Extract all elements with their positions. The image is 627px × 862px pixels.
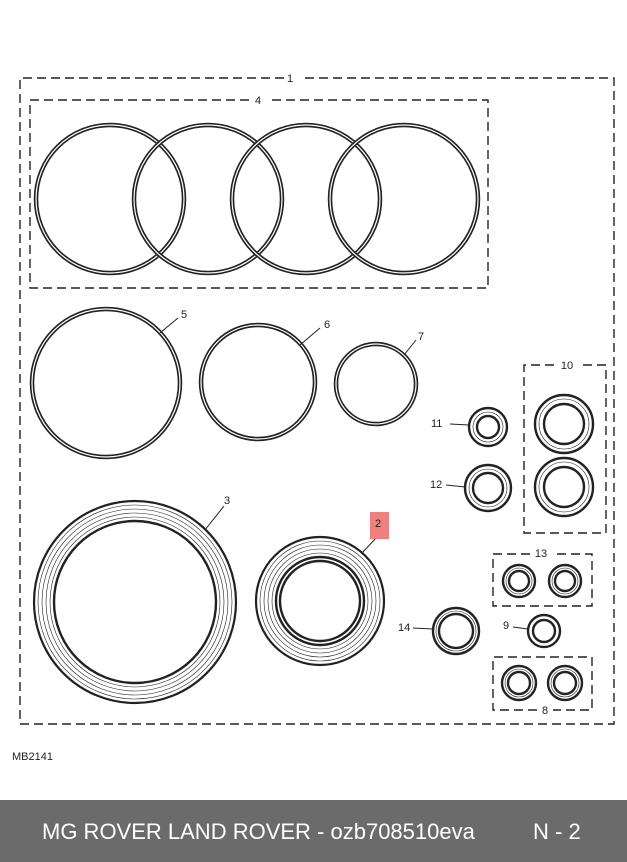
callout-2: 2 bbox=[375, 518, 381, 530]
o-ring-6 bbox=[198, 322, 321, 442]
seal-12 bbox=[445, 463, 513, 513]
group-4: 4 bbox=[29, 95, 489, 289]
kit-boundary: 1 bbox=[19, 73, 615, 725]
kit-label: 1 bbox=[287, 73, 293, 85]
footer-bar: MG ROVER LAND ROVER - ozb708510eva N - 2 bbox=[0, 800, 627, 862]
drawing-code: MB2141 bbox=[12, 751, 53, 763]
group-8: 8 bbox=[492, 656, 593, 717]
callout-12: 12 bbox=[430, 479, 442, 491]
group-10-label: 10 bbox=[561, 360, 573, 372]
seal-14 bbox=[412, 606, 481, 656]
callout-2-highlight[interactable]: 2 bbox=[370, 512, 389, 539]
seal-9 bbox=[512, 613, 562, 649]
oil-seal-2 bbox=[254, 535, 386, 667]
callout-11: 11 bbox=[431, 418, 442, 430]
footer-caption: MG ROVER LAND ROVER - ozb708510eva bbox=[42, 819, 475, 844]
group-10: 10 bbox=[523, 360, 607, 534]
callout-3: 3 bbox=[224, 495, 230, 507]
group-13: 13 bbox=[492, 548, 593, 607]
o-ring-5 bbox=[29, 306, 183, 460]
callout-9: 9 bbox=[503, 620, 509, 632]
callout-7: 7 bbox=[418, 331, 424, 343]
page-indicator: N - 2 bbox=[533, 819, 581, 844]
seal-11 bbox=[449, 406, 509, 448]
callout-5: 5 bbox=[181, 309, 187, 321]
callout-6: 6 bbox=[324, 319, 330, 331]
parts-diagram: 1 4 5 6 7 bbox=[12, 73, 615, 763]
o-ring-7 bbox=[333, 339, 419, 427]
group-13-label: 13 bbox=[535, 548, 547, 560]
group-4-label: 4 bbox=[255, 95, 261, 107]
oil-seal-3 bbox=[32, 499, 238, 705]
callout-14: 14 bbox=[398, 622, 410, 634]
group-8-label: 8 bbox=[542, 705, 548, 717]
